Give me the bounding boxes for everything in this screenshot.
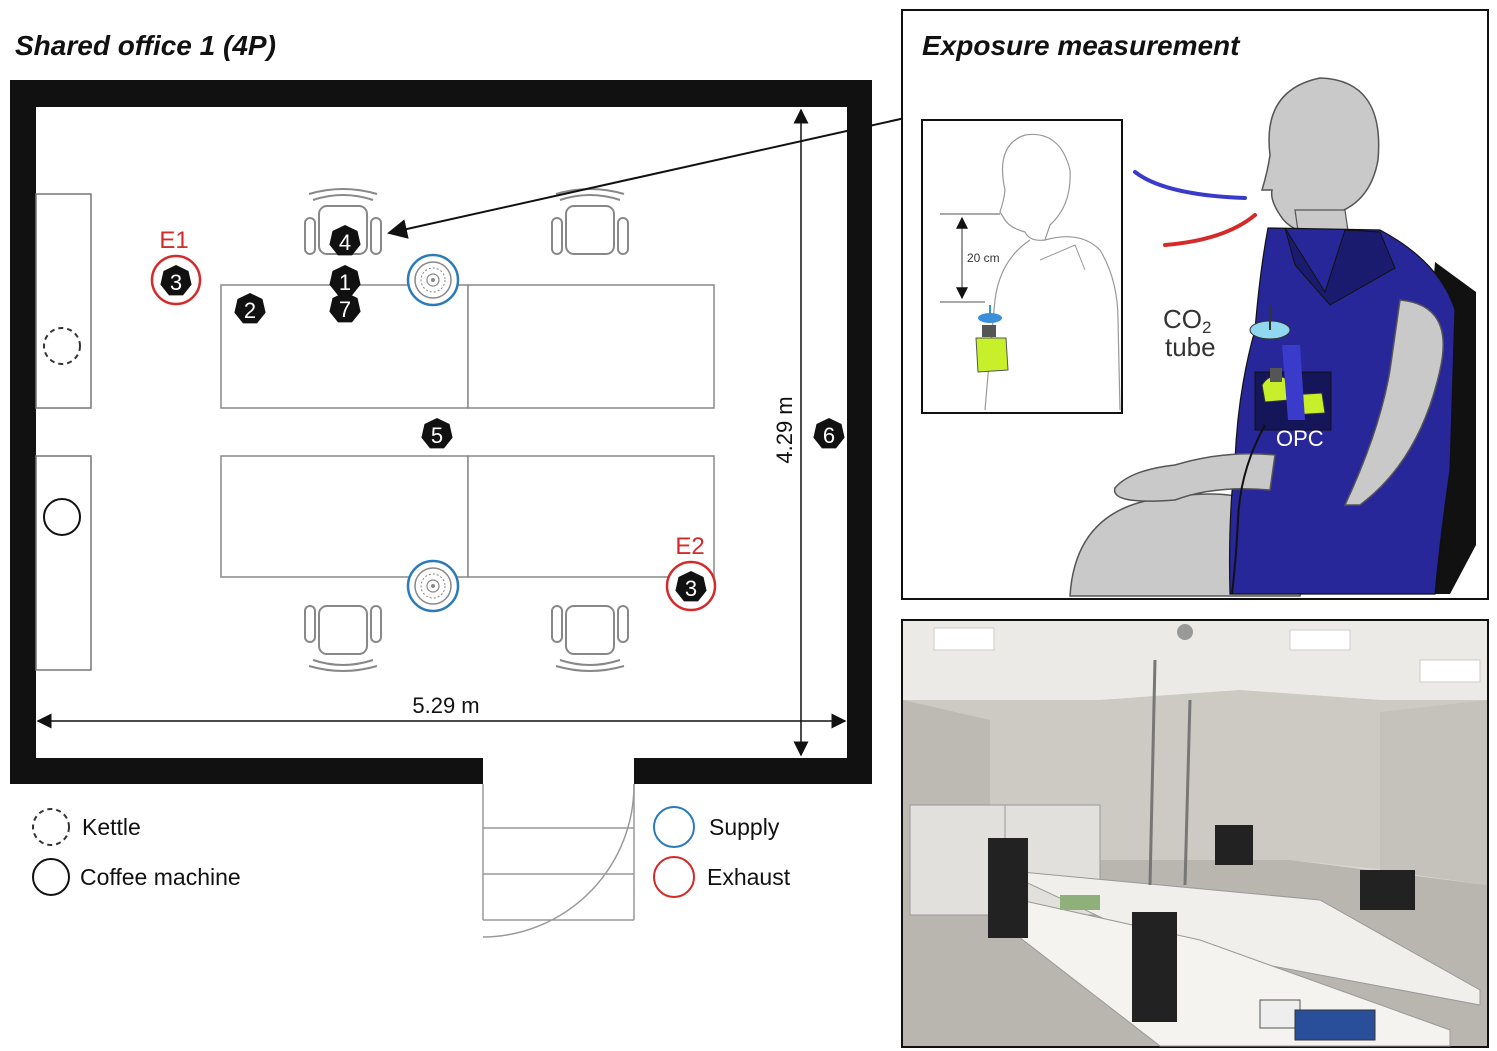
- floor-plan-title: Shared office 1 (4P): [15, 30, 276, 61]
- svg-text:3: 3: [685, 576, 697, 601]
- exposure-panel: CO2 tube OPC 20 cm: [901, 9, 1489, 600]
- office-photo: [901, 619, 1489, 1048]
- marker-2: 2: [234, 293, 266, 324]
- marker-5: 5: [421, 418, 453, 449]
- legend-kettle-symbol: [32, 808, 70, 846]
- chair: [304, 605, 382, 672]
- chair: [551, 605, 629, 672]
- tube-label: tube: [1165, 332, 1216, 362]
- width-dimension-label: 5.29 m: [412, 693, 479, 718]
- entrance-stairs: [482, 783, 635, 938]
- svg-text:3: 3: [170, 270, 182, 295]
- counter-bottom: [35, 455, 92, 671]
- marker-4: 4: [329, 225, 361, 256]
- legend-kettle-label: Kettle: [82, 814, 141, 840]
- legend-supply-symbol: [653, 806, 695, 848]
- svg-text:5: 5: [431, 423, 443, 448]
- exhaust-label-e2: E2: [675, 533, 704, 560]
- legend-exhaust-symbol: [653, 856, 695, 898]
- legend-coffee-symbol: [32, 858, 70, 896]
- callout-arrow: [387, 117, 906, 239]
- co2-label: CO2: [1163, 304, 1211, 337]
- exhaust-label-e1: E1: [159, 227, 188, 254]
- marker-7: 7: [329, 292, 361, 323]
- svg-text:7: 7: [339, 297, 351, 322]
- desk: [467, 284, 715, 409]
- legend-coffee-label: Coffee machine: [80, 864, 241, 890]
- marker-6: 6: [813, 418, 845, 449]
- coffee-machine-symbol: [43, 498, 81, 536]
- supply-diffuser: [406, 253, 460, 307]
- desk: [220, 455, 469, 578]
- svg-text:4: 4: [339, 230, 351, 255]
- height-dimension-label: 4.29 m: [772, 396, 797, 463]
- legend-exhaust-label: Exhaust: [707, 864, 791, 890]
- legend: Kettle Coffee machine Supply Exhaust: [32, 806, 791, 898]
- mannequin-figure: [1069, 77, 1476, 597]
- kettle-symbol: [43, 327, 81, 365]
- opc-label: OPC: [1276, 426, 1324, 451]
- legend-supply-label: Supply: [709, 814, 780, 840]
- marker-3-e1: 3: [160, 265, 192, 296]
- inset-sketch: 20 cm: [921, 119, 1123, 414]
- counter-top: [35, 193, 92, 409]
- exposure-title: Exposure measurement: [922, 30, 1240, 61]
- marker-3-e2: 3: [675, 571, 707, 602]
- svg-text:6: 6: [823, 423, 835, 448]
- desk: [467, 455, 715, 578]
- svg-text:1: 1: [339, 270, 351, 295]
- chair: [551, 188, 629, 255]
- svg-text:2: 2: [244, 298, 256, 323]
- marker-1: 1: [329, 265, 361, 296]
- floor-plan: E1 E2 4 1 7 2 5 6 3 3 5.29 m 4.29 m: [10, 80, 906, 938]
- distance-label: 20 cm: [967, 251, 1000, 265]
- supply-diffuser: [406, 559, 460, 613]
